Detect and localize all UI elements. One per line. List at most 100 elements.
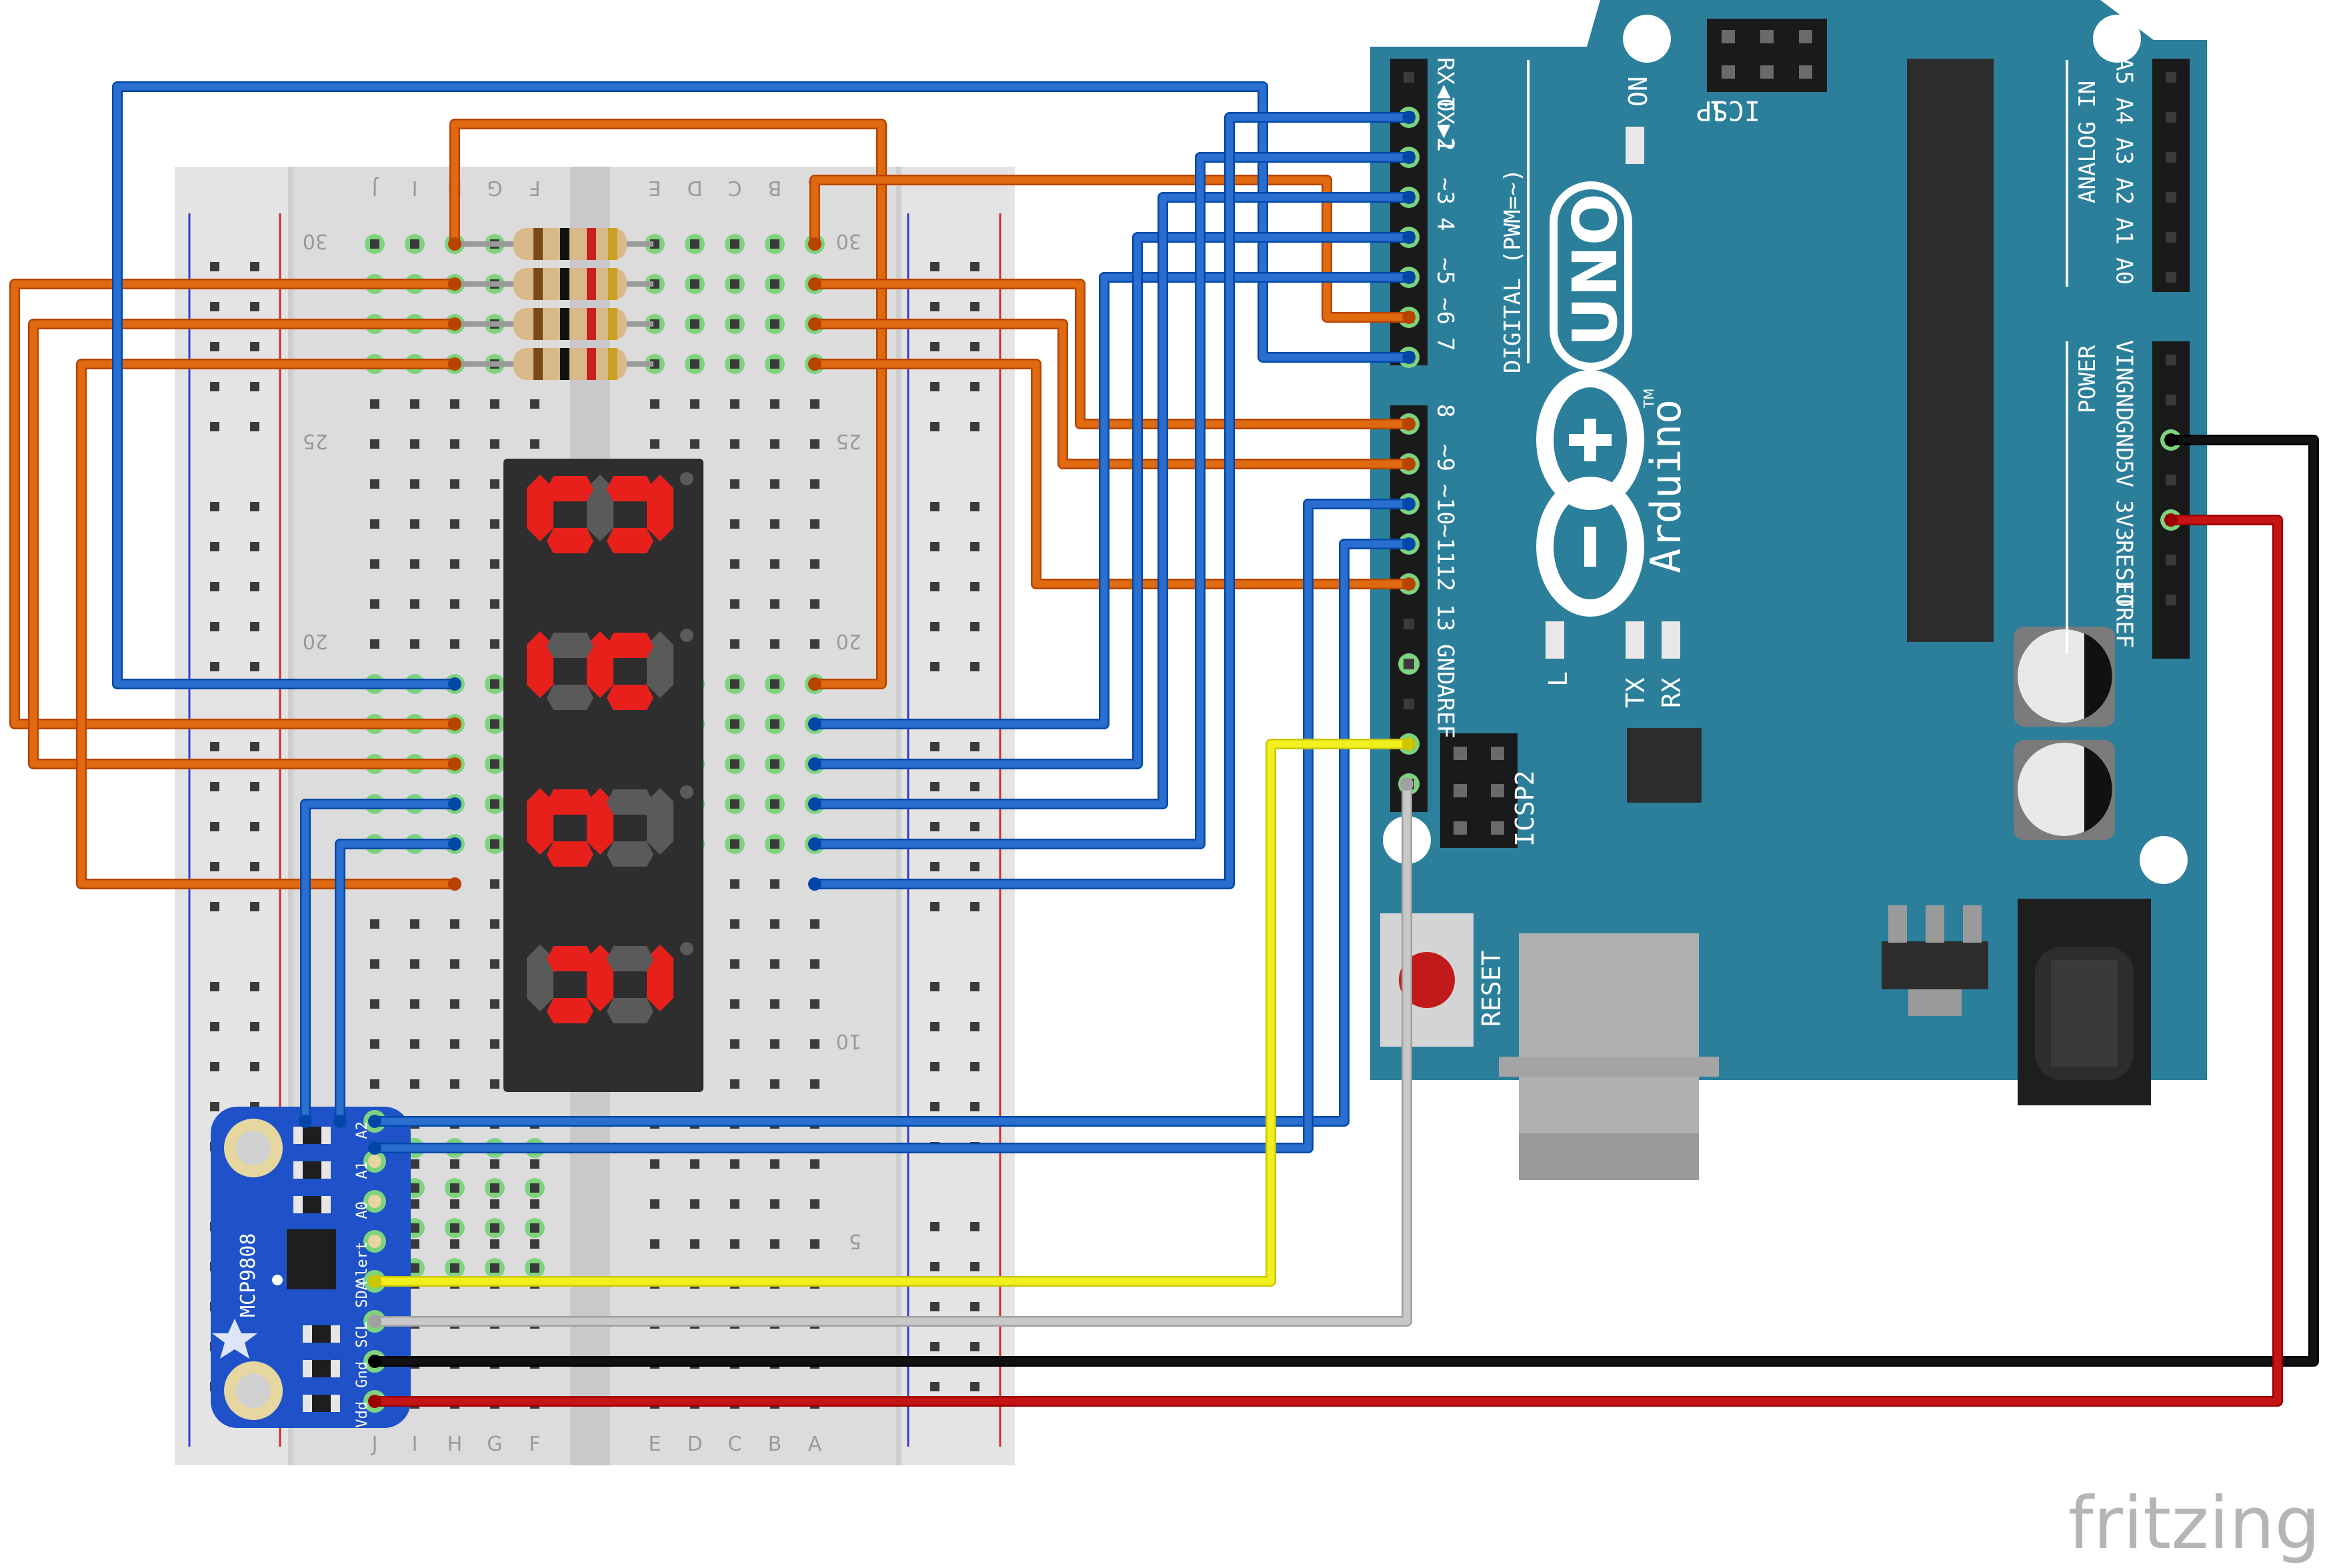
wire-blue-7[interactable] bbox=[299, 797, 461, 1128]
digital-pwm-title: DIGITAL (PWM=~) bbox=[1500, 169, 1526, 373]
wire-blue-8[interactable] bbox=[333, 837, 461, 1128]
rail-hole bbox=[250, 982, 259, 991]
column-letter: C bbox=[728, 176, 742, 199]
wire-sda-yellow[interactable] bbox=[368, 737, 1416, 1288]
header-pin[interactable] bbox=[2166, 112, 2176, 123]
header-pin[interactable] bbox=[2166, 395, 2176, 405]
smd-component bbox=[303, 1325, 340, 1343]
rail-hole bbox=[930, 982, 939, 991]
rail-hole bbox=[930, 582, 939, 591]
reset-button[interactable] bbox=[1380, 913, 1474, 1047]
breadboard-hole bbox=[410, 519, 419, 529]
wire-blue-6[interactable] bbox=[808, 111, 1416, 891]
header-pin[interactable] bbox=[2166, 232, 2176, 243]
breadboard-hole bbox=[810, 399, 819, 409]
breadboard-hole bbox=[410, 639, 419, 649]
header-pin[interactable] bbox=[1404, 72, 1414, 83]
column-letter: C bbox=[728, 1433, 742, 1456]
header-pin[interactable] bbox=[2166, 272, 2176, 283]
resistor bbox=[460, 308, 653, 340]
icsp-pin bbox=[1760, 65, 1774, 79]
breadboard-hole bbox=[725, 274, 745, 294]
sensor-pin-a0[interactable]: A0 bbox=[354, 1190, 386, 1219]
segment bbox=[607, 633, 653, 658]
wire-blue-3[interactable] bbox=[808, 231, 1416, 771]
pin-label: 4 bbox=[1432, 217, 1459, 231]
breadboard-hole bbox=[765, 834, 785, 854]
wire-blue-1[interactable] bbox=[112, 81, 1416, 691]
breadboard-hole bbox=[410, 1239, 419, 1249]
breadboard-hole bbox=[490, 1159, 499, 1169]
breadboard-hole bbox=[445, 1218, 465, 1238]
row-label-5: 5 bbox=[849, 1229, 861, 1253]
wire-scl-gray[interactable] bbox=[368, 777, 1414, 1328]
rail-hole bbox=[250, 902, 259, 911]
rail-hole bbox=[970, 542, 979, 551]
header-pin[interactable] bbox=[1398, 653, 1420, 675]
breadboard-hole bbox=[485, 714, 505, 734]
rail-hole bbox=[930, 822, 939, 831]
breadboard-hole bbox=[370, 519, 379, 529]
header-pin[interactable] bbox=[2166, 152, 2176, 163]
rail-hole bbox=[250, 342, 259, 351]
breadboard-hole bbox=[650, 1159, 659, 1169]
analog-in-title: ANALOG IN bbox=[2074, 81, 2101, 203]
header-pin[interactable] bbox=[2166, 355, 2176, 365]
wire-blue-10[interactable] bbox=[368, 497, 1416, 1155]
rail-hole bbox=[930, 1022, 939, 1031]
wire-gnd-black[interactable] bbox=[368, 433, 2319, 1368]
header-pin[interactable] bbox=[1404, 619, 1414, 629]
header-pin[interactable] bbox=[1404, 699, 1414, 709]
uno-logo: UNO bbox=[1550, 181, 1632, 371]
wire-orange-5[interactable] bbox=[808, 175, 1416, 324]
segment bbox=[587, 475, 613, 541]
rail-hole bbox=[970, 1222, 979, 1231]
wire-blue-9[interactable] bbox=[368, 537, 1416, 1128]
breadboard-hole bbox=[725, 714, 745, 734]
wires bbox=[9, 81, 2319, 1408]
breadboard-hole bbox=[410, 599, 419, 609]
rail-hole bbox=[970, 1062, 979, 1071]
pin-label: ~9 bbox=[1432, 444, 1459, 471]
breadboard-hole bbox=[490, 479, 499, 489]
smd-component bbox=[293, 1161, 331, 1179]
wire-orange-6[interactable] bbox=[808, 277, 1416, 431]
segment bbox=[647, 788, 673, 855]
breadboard-hole bbox=[490, 879, 499, 889]
rail-hole bbox=[930, 782, 939, 791]
breadboard-hole bbox=[650, 439, 659, 449]
row-label-20-right: 20 bbox=[836, 629, 861, 653]
wire-orange-7[interactable] bbox=[808, 317, 1416, 471]
breadboard-hole bbox=[690, 1199, 699, 1209]
wire-orange-3[interactable] bbox=[28, 317, 461, 771]
rail-hole bbox=[930, 1262, 939, 1271]
wire-blue-2[interactable] bbox=[808, 271, 1416, 731]
smd-component bbox=[303, 1395, 340, 1412]
wire-orange-1[interactable] bbox=[448, 119, 887, 691]
pin-label: A5 bbox=[2111, 57, 2138, 85]
breadboard-hole bbox=[725, 674, 745, 694]
sensor-pin-a1[interactable]: A1 bbox=[354, 1150, 386, 1179]
column-letter: F bbox=[529, 1433, 540, 1456]
header-pin[interactable] bbox=[2166, 192, 2176, 203]
wire-orange-4[interactable] bbox=[76, 357, 461, 891]
wire-orange-2[interactable] bbox=[9, 277, 461, 731]
wire-orange-8[interactable] bbox=[808, 357, 1416, 591]
column-letter: I bbox=[412, 1433, 418, 1456]
wire-vdd-red[interactable] bbox=[368, 513, 2283, 1408]
header-pin[interactable] bbox=[2166, 555, 2176, 565]
wire-blue-4[interactable] bbox=[808, 191, 1416, 811]
breadboard-hole bbox=[730, 1079, 739, 1089]
rail-hole bbox=[250, 662, 259, 671]
header-pin[interactable] bbox=[2166, 595, 2176, 605]
wire-blue-5[interactable] bbox=[808, 151, 1416, 851]
pin-label: 5V bbox=[2111, 460, 2138, 487]
breadboard-hole bbox=[530, 399, 539, 409]
breadboard-hole bbox=[730, 479, 739, 489]
breadboard-hole bbox=[725, 794, 745, 814]
capacitor-2 bbox=[2014, 740, 2115, 840]
header-pin[interactable] bbox=[2166, 475, 2176, 485]
header-pin[interactable] bbox=[2166, 72, 2176, 83]
breadboard-hole bbox=[445, 1258, 465, 1278]
breadboard-hole bbox=[730, 999, 739, 1009]
